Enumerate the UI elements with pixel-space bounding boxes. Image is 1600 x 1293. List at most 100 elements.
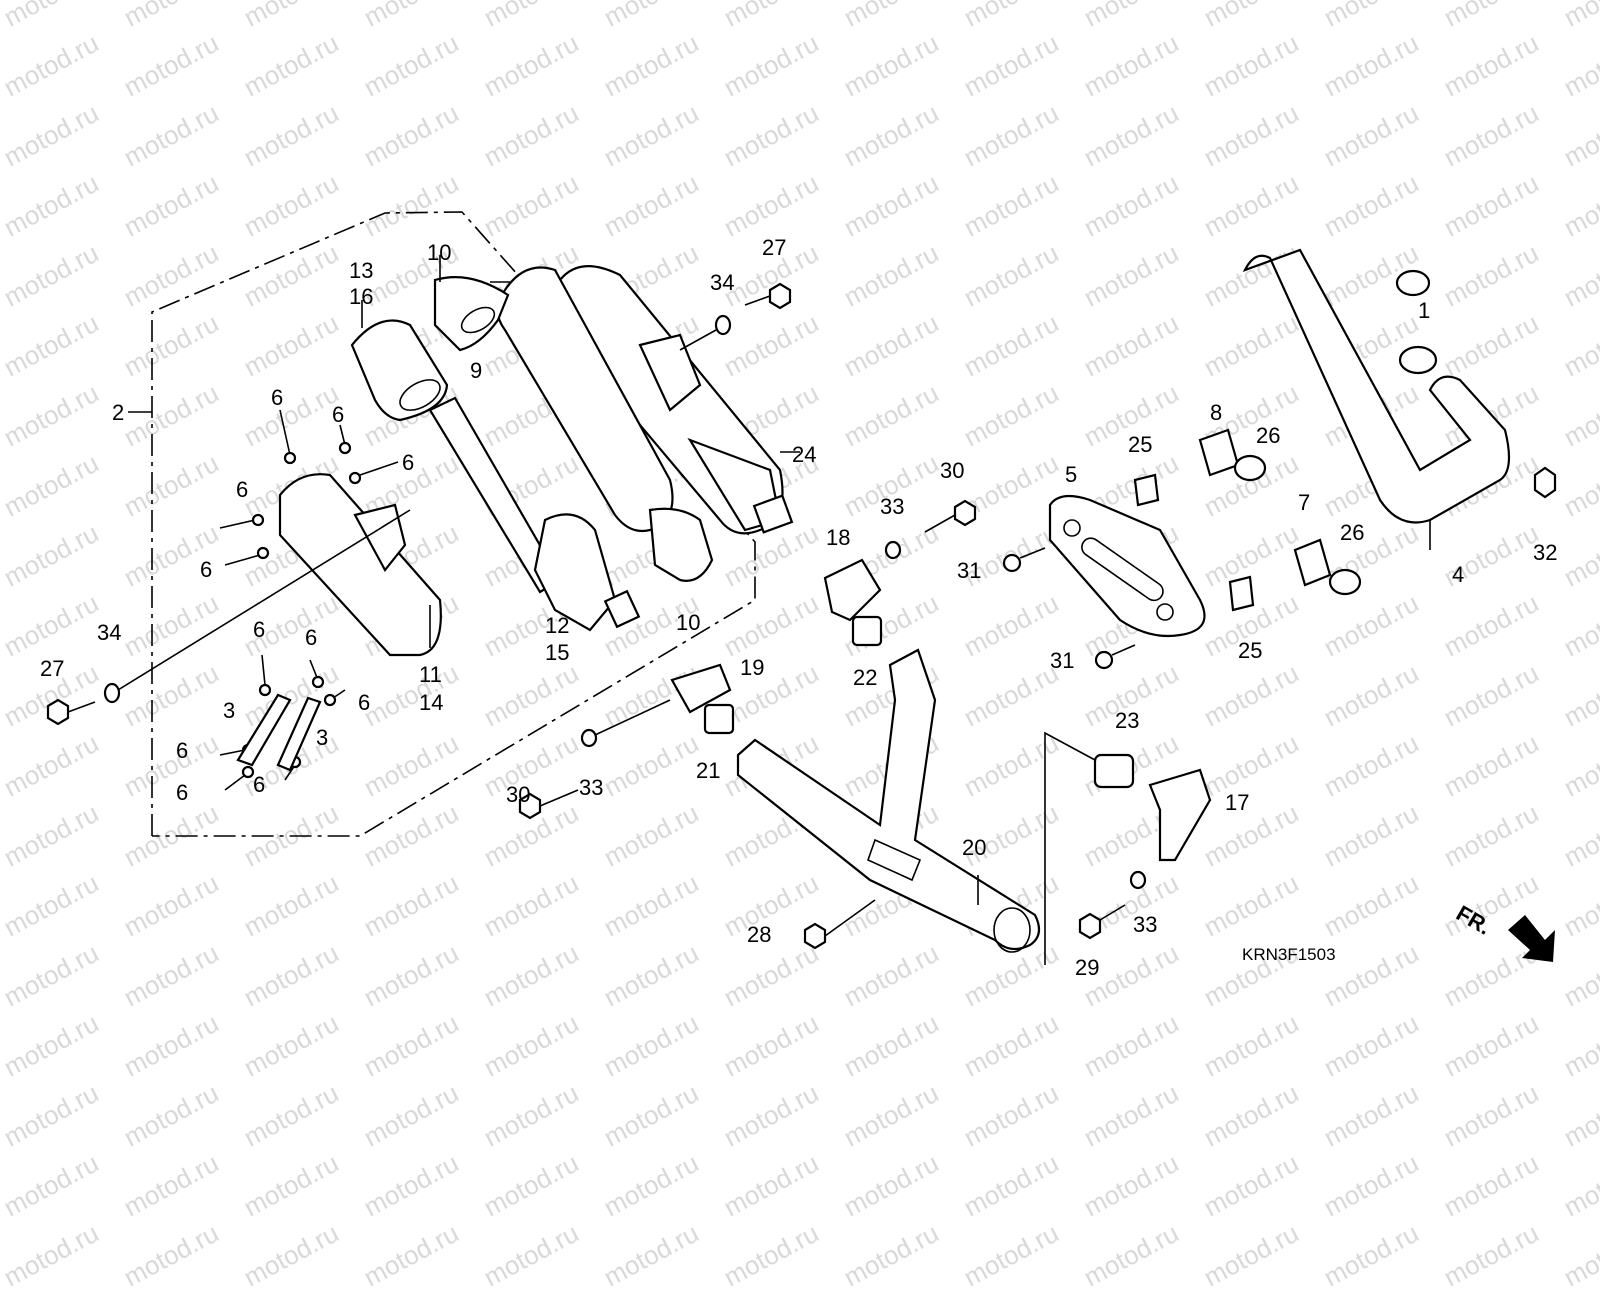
callout-labels: 1 2 3 3 4 5 6 6 6 6 6 6 6 6 6 6 6 7 8 9 … — [40, 235, 1557, 980]
watermark-text: motod.ru — [118, 1217, 224, 1293]
watermark-text: motod.ru — [958, 1217, 1064, 1293]
callout-15: 15 — [545, 640, 569, 665]
bolt-part-30-lower — [518, 699, 671, 820]
callout-21: 21 — [696, 758, 720, 783]
collar-part-21 — [703, 703, 735, 735]
callout-1: 1 — [1418, 298, 1430, 323]
callout-14: 14 — [419, 690, 443, 715]
watermark-text: motod.ru — [0, 1217, 104, 1293]
callout-3: 3 — [316, 725, 328, 750]
callout-34: 34 — [710, 270, 734, 295]
bolt-part-27-left — [46, 509, 411, 726]
callout-6: 6 — [358, 690, 370, 715]
callout-19: 19 — [740, 655, 764, 680]
watermark-text: motod.ru — [838, 1217, 944, 1293]
plate-part-25-lower — [1228, 575, 1255, 612]
bracket-part-8 — [1198, 428, 1240, 477]
watermark-text: motod.ru — [1558, 1217, 1600, 1293]
diagram-code: KRN3F1503 — [1242, 945, 1336, 964]
end-cap-part-13 — [350, 300, 449, 422]
plate-part-25-upper — [1133, 473, 1160, 507]
watermark-text: motod.ru — [598, 1217, 704, 1293]
front-label: FR. — [1452, 900, 1495, 939]
muffler-body-part-24 — [548, 265, 800, 535]
callout-6: 6 — [200, 557, 212, 582]
bolt-part-30-top — [884, 499, 977, 560]
callout-29: 29 — [1075, 955, 1099, 980]
clamp-part-26-upper — [1233, 454, 1267, 482]
exhaust-pipe-part-20 — [736, 648, 1041, 953]
callout-30: 30 — [506, 782, 530, 807]
callout-26: 26 — [1256, 423, 1280, 448]
watermark-text: motod.ru — [358, 1217, 464, 1293]
callout-27: 27 — [40, 656, 64, 681]
callout-25: 25 — [1238, 638, 1262, 663]
muffler-inner-part-9 — [428, 266, 714, 632]
leader-line — [1044, 731, 1096, 965]
callout-13: 13 — [349, 258, 373, 283]
stay-part-17 — [1148, 768, 1212, 862]
bolt-part-29 — [1078, 870, 1147, 940]
callout-31: 31 — [1050, 648, 1074, 673]
stay-part-19 — [670, 663, 732, 714]
callout-6: 6 — [305, 625, 317, 650]
callout-22: 22 — [853, 665, 877, 690]
label-part-10 — [433, 255, 510, 352]
callout-12: 12 — [545, 613, 569, 638]
front-direction-arrow: FR. — [1452, 900, 1555, 962]
watermark-text: motod.ru — [478, 1217, 584, 1293]
callout-11: 11 — [419, 662, 442, 687]
callout-3: 3 — [223, 698, 235, 723]
callout-7: 7 — [1298, 490, 1310, 515]
bolt-part-31-upper — [1002, 547, 1046, 573]
callout-26: 26 — [1340, 520, 1364, 545]
exhaust-pipe-part-4 — [1242, 248, 1557, 550]
clamp-part-26-lower — [1328, 568, 1362, 596]
watermark-text: motod.ru — [238, 1217, 344, 1293]
callout-30: 30 — [940, 458, 964, 483]
callout-18: 18 — [826, 525, 850, 550]
callout-2: 2 — [112, 400, 124, 425]
callout-33: 33 — [579, 775, 603, 800]
bolt-part-31-lower — [1094, 644, 1136, 670]
callout-25: 25 — [1128, 432, 1152, 457]
watermark-text: motod.ru — [1438, 1217, 1544, 1293]
bracket-part-7 — [1293, 538, 1332, 587]
stay-part-18 — [823, 558, 882, 622]
watermark-text: motod.ru — [1318, 1217, 1424, 1293]
bolt-part-27-top — [679, 282, 792, 351]
bolt-part-28 — [803, 899, 876, 950]
callout-6: 6 — [402, 450, 414, 475]
collar-part-22 — [851, 615, 883, 647]
callout-8: 8 — [1210, 400, 1222, 425]
callout-5: 5 — [1065, 462, 1077, 487]
callout-10: 10 — [427, 240, 451, 265]
callout-6: 6 — [271, 385, 283, 410]
collar-part-23 — [1093, 753, 1135, 789]
callout-4: 4 — [1452, 562, 1464, 587]
callout-20: 20 — [962, 835, 986, 860]
callout-6: 6 — [236, 477, 248, 502]
callout-34: 34 — [97, 620, 121, 645]
callout-32: 32 — [1533, 540, 1557, 565]
callout-17: 17 — [1225, 790, 1249, 815]
watermark-text: motod.ru — [718, 1217, 824, 1293]
callout-6: 6 — [332, 402, 344, 427]
callout-24: 24 — [792, 442, 816, 467]
callout-6: 6 — [176, 780, 188, 805]
watermark-text: motod.ru — [1078, 1217, 1184, 1293]
callout-6: 6 — [253, 772, 265, 797]
callout-27: 27 — [762, 235, 786, 260]
callout-6: 6 — [253, 617, 265, 642]
callout-28: 28 — [747, 922, 771, 947]
callout-23: 23 — [1115, 708, 1139, 733]
exhaust-parts-diagram: FR. KRN3F1503 1 2 3 3 4 5 6 6 6 6 6 6 6 … — [40, 211, 1557, 980]
callout-33: 33 — [1133, 912, 1157, 937]
callout-31: 31 — [957, 558, 981, 583]
callout-6: 6 — [176, 738, 188, 763]
callout-16: 16 — [349, 284, 373, 309]
pipe-protector-part-5 — [1048, 494, 1206, 638]
callout-9: 9 — [470, 358, 482, 383]
bracket-part-3 — [236, 693, 322, 772]
callout-10: 10 — [676, 610, 700, 635]
